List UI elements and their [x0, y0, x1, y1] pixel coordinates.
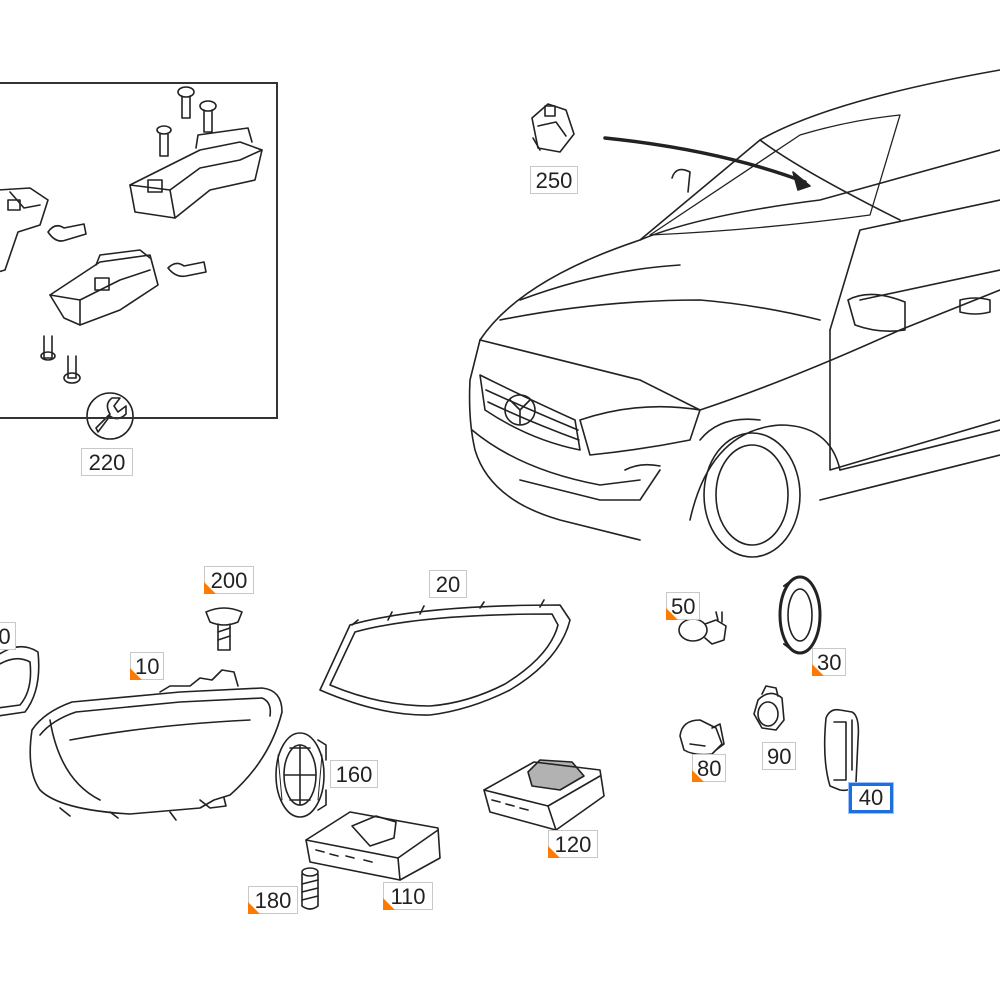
pointer-arrow [605, 138, 805, 182]
part-80-bulb [680, 720, 724, 755]
inset-panel [0, 82, 278, 419]
part-10-headlamp [30, 670, 282, 820]
label-200[interactable]: 200 [204, 566, 254, 594]
label-120[interactable]: 120 [548, 830, 598, 858]
label-160[interactable]: 160 [330, 760, 378, 788]
label-partial[interactable]: 0 [0, 622, 16, 650]
screw-icon [157, 87, 216, 156]
part-160-fan [276, 733, 326, 817]
part-20-frame [320, 600, 570, 715]
label-180[interactable]: 180 [248, 886, 298, 914]
part-30-cap [780, 577, 820, 653]
label-50[interactable]: 50 [666, 592, 700, 620]
part-40-lamp-insert [825, 710, 859, 791]
label-220[interactable]: 220 [81, 448, 133, 476]
part-120-ballast [484, 760, 604, 830]
inset-bracket-parts [0, 87, 262, 439]
part-200-screw [206, 608, 242, 650]
car-illustration [470, 70, 1000, 557]
label-110[interactable]: 110 [383, 882, 433, 910]
part-250-connector [532, 104, 574, 152]
label-90[interactable]: 90 [762, 742, 796, 770]
label-250[interactable]: 250 [530, 166, 578, 194]
part-180-bolt [302, 868, 318, 909]
label-10[interactable]: 10 [130, 652, 164, 680]
label-40-selected[interactable]: 40 [849, 783, 893, 813]
part-110-control-unit [306, 812, 440, 880]
label-30[interactable]: 30 [812, 648, 846, 676]
part-90-socket [754, 686, 784, 730]
label-80[interactable]: 80 [692, 754, 726, 782]
label-20[interactable]: 20 [429, 570, 467, 598]
